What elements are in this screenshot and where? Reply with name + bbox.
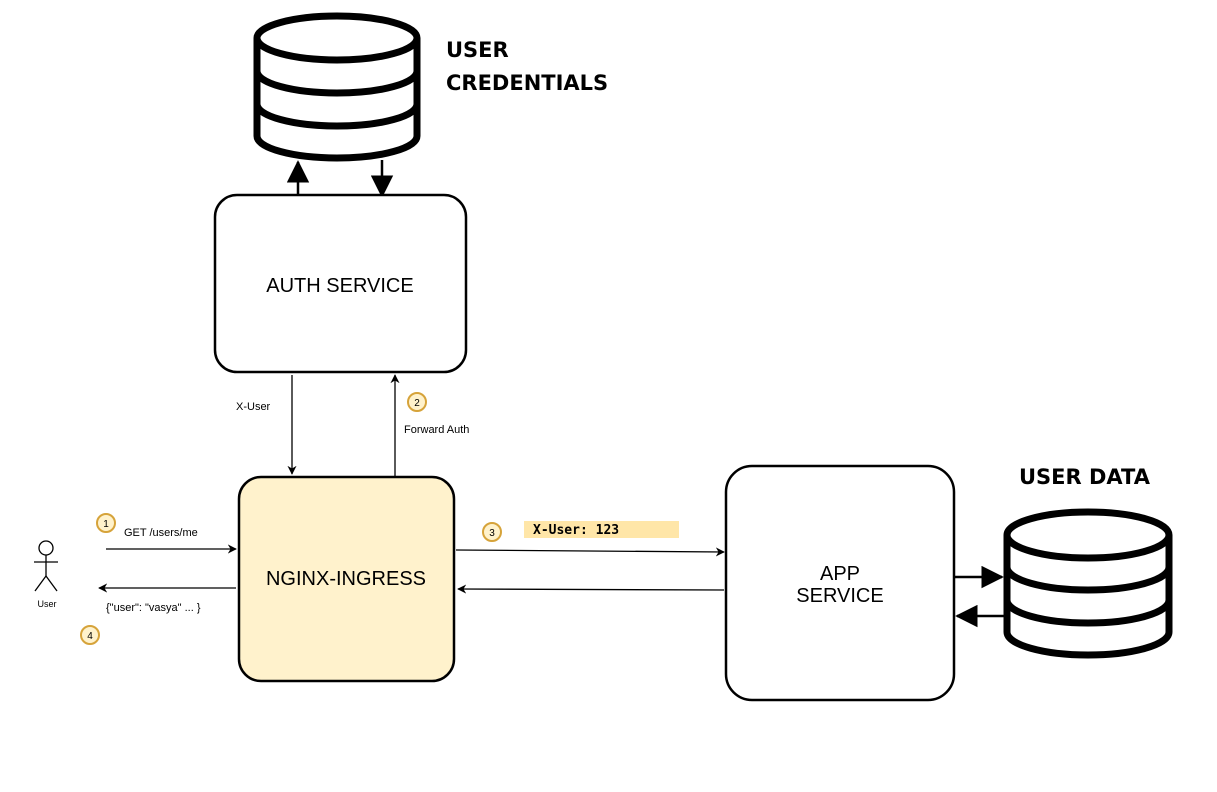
svg-text:2: 2 <box>414 398 420 409</box>
nginx-ingress-node[interactable]: NGINX-INGRESS <box>237 475 456 683</box>
app-service-box[interactable] <box>724 464 956 702</box>
step-badge-2: 2 <box>407 392 427 412</box>
user-credentials-db: USER CREDENTIALS <box>253 12 608 162</box>
nginx-ingress-box[interactable] <box>237 475 456 683</box>
user-credentials-title-line1: USER <box>446 38 509 62</box>
app-service-node[interactable]: APP SERVICE <box>724 464 956 702</box>
step-badge-3: 3 <box>482 522 502 542</box>
app-service-label-line2: SERVICE <box>796 585 883 607</box>
ingress-to-app-arrow <box>455 547 725 557</box>
app-to-ingress-arrow <box>457 584 725 594</box>
database-icon <box>1003 508 1173 659</box>
user-credentials-title-line2: CREDENTIALS <box>446 71 608 95</box>
user-actor-label: User <box>37 599 56 609</box>
nginx-ingress-label: NGINX-INGRESS <box>266 568 426 590</box>
auth-service-box[interactable] <box>213 193 468 374</box>
person-icon <box>34 540 58 592</box>
step-badge-1: 1 <box>96 513 116 533</box>
auth-service-label: AUTH SERVICE <box>266 275 413 297</box>
x-user-label: X-User <box>236 401 271 413</box>
auth-service-node[interactable]: AUTH SERVICE <box>213 193 468 374</box>
app-service-label-line1: APP <box>820 563 860 585</box>
user-data-title: USER DATA <box>1019 465 1151 489</box>
forward-auth-label: Forward Auth <box>404 424 469 436</box>
get-request-label: GET /users/me <box>124 527 198 539</box>
forward-header-label: X-User: 123 <box>533 523 619 538</box>
step-badge-4: 4 <box>80 625 100 645</box>
forward-header-highlight <box>524 521 679 538</box>
svg-text:1: 1 <box>103 519 109 530</box>
svg-text:4: 4 <box>87 631 93 642</box>
user-actor: User <box>34 540 58 609</box>
svg-text:3: 3 <box>489 528 495 539</box>
user-data-db: USER DATA <box>1003 465 1173 659</box>
database-icon <box>253 12 421 162</box>
response-label: {"user": "vasya" ... } <box>106 602 201 614</box>
